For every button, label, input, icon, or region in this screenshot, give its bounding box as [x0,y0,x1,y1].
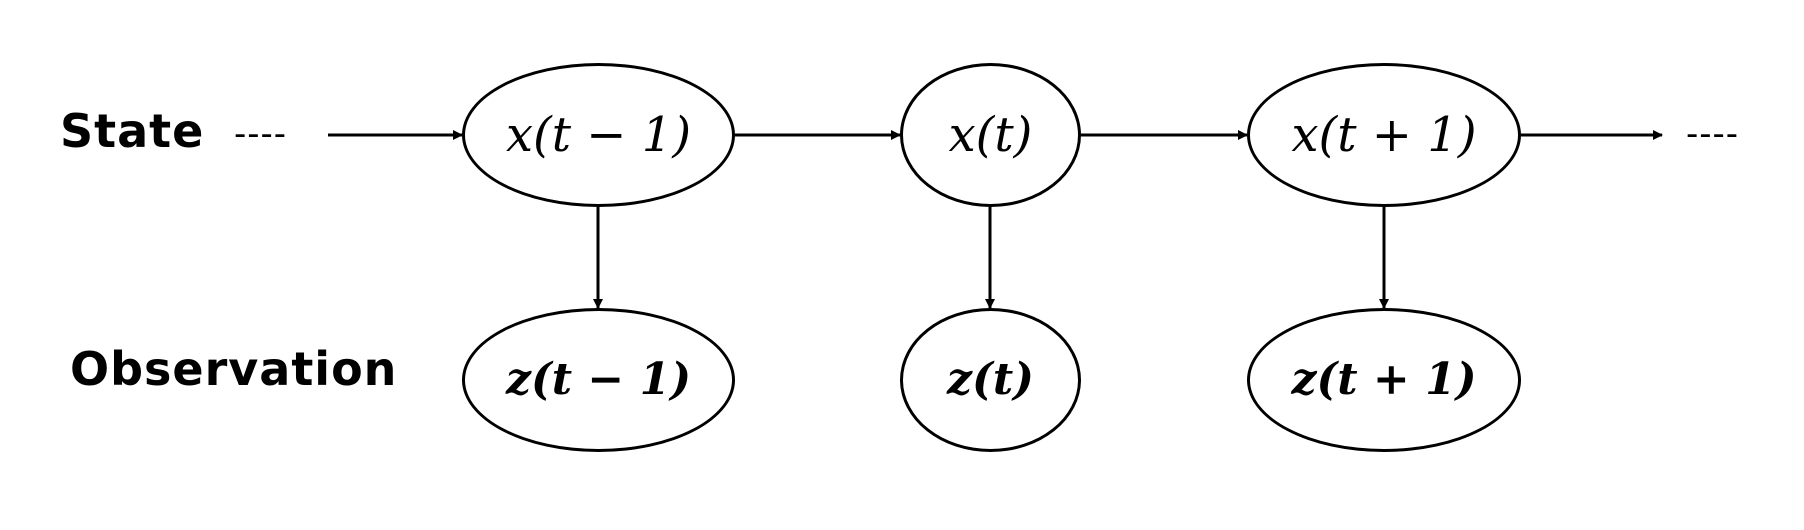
state-node-prev-label: x(t − 1) [505,107,692,163]
state-node-current: x(t) [900,63,1081,207]
observation-node-current-label: z(t) [947,354,1034,405]
observation-node-next-label: z(t + 1) [1291,354,1477,405]
observation-row-label: Observation [70,342,398,396]
state-row-label: State [60,104,205,158]
observation-node-prev: z(t − 1) [462,308,735,452]
leading-ellipsis: ---- [234,114,288,154]
state-node-next-label: x(t + 1) [1291,107,1477,163]
observation-node-next: z(t + 1) [1247,308,1521,452]
observation-node-prev-label: z(t − 1) [505,354,692,405]
state-node-next: x(t + 1) [1247,63,1521,207]
state-node-current-label: x(t) [948,107,1033,163]
state-node-prev: x(t − 1) [462,63,735,207]
trailing-ellipsis: ---- [1686,114,1740,154]
observation-node-current: z(t) [900,308,1081,452]
